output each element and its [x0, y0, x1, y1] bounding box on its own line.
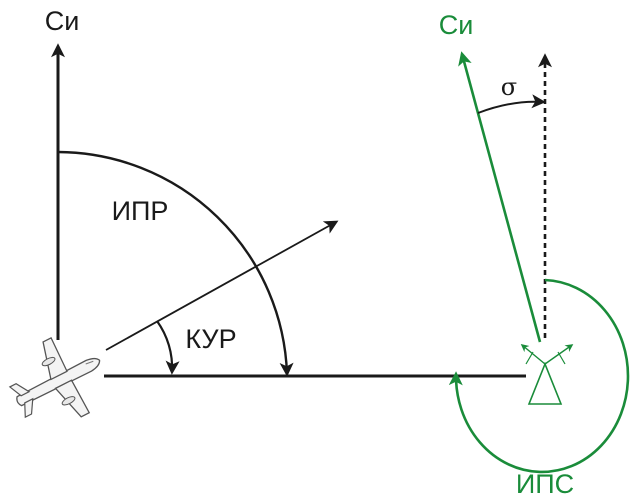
- radio-beacon-icon: [520, 343, 574, 405]
- ipr-arc: [57, 150, 294, 377]
- sigma-arc: [477, 94, 546, 114]
- kur-label: КУР: [185, 324, 236, 354]
- north-label-left: Си: [45, 6, 80, 36]
- airplane-icon: [8, 336, 101, 419]
- magnetic-north-axis: [458, 51, 542, 343]
- ips-arc: [448, 278, 630, 474]
- heading-vector: [105, 220, 339, 351]
- ips-label: ИПС: [516, 469, 574, 499]
- sigma-label: σ: [501, 73, 517, 101]
- kur-arc: [156, 320, 180, 375]
- ipr-label: ИПР: [112, 196, 169, 226]
- north-label-right: Си: [439, 10, 474, 40]
